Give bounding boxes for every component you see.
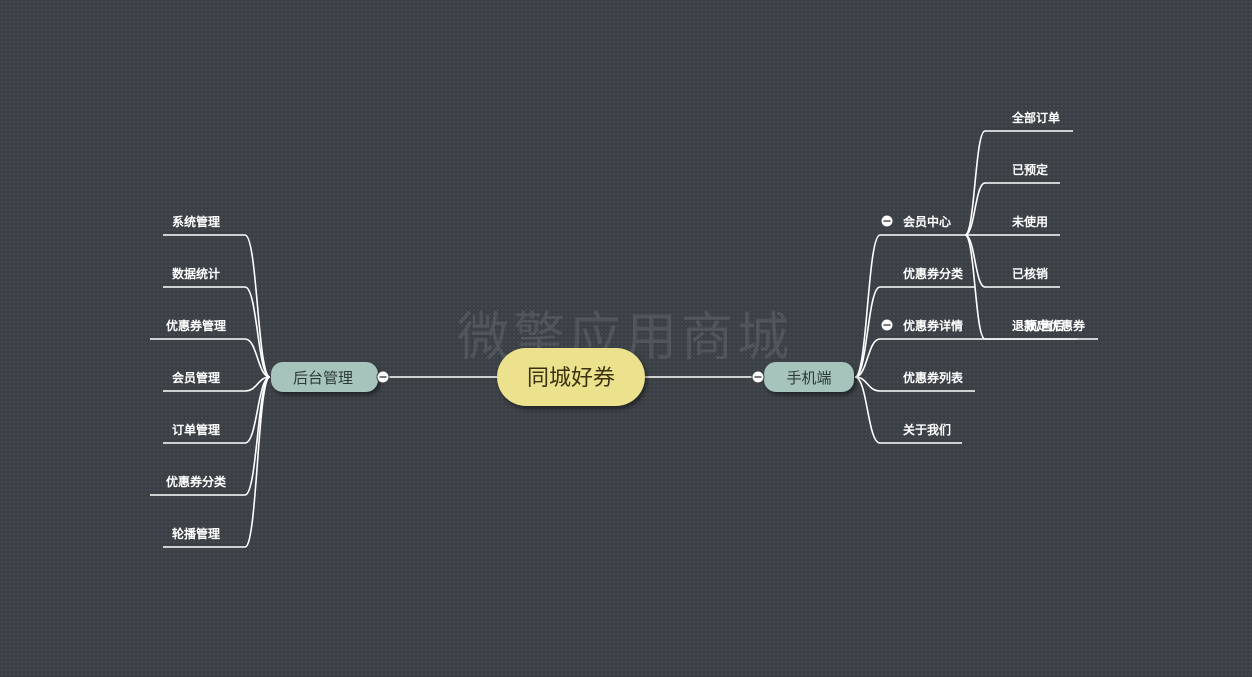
connector-left-0 [244, 234, 271, 378]
leaf-right-3[interactable]: 优惠券列表 [903, 370, 964, 385]
leaf-sub-0-2[interactable]: 未使用 [1011, 214, 1048, 229]
leaf-sub-0-4[interactable]: 退款/售后 [1012, 318, 1064, 333]
root-node-shape [497, 348, 645, 406]
branch-left-node[interactable]: 后台管理 [271, 362, 378, 392]
connector-left-2 [244, 338, 271, 378]
leaf-right-0[interactable]: 会员中心 [903, 214, 951, 229]
connector-right-1 [854, 286, 881, 378]
leaf-right-1[interactable]: 优惠券分类 [903, 266, 964, 281]
connector-sub-0-1 [964, 182, 986, 236]
leaf-sub-2-0[interactable]: 预定优惠券 [1025, 318, 1086, 333]
connector-left-1 [244, 286, 271, 378]
collapse-toggle-right-0[interactable] [880, 214, 894, 228]
connector-left-4 [244, 376, 271, 444]
connector-sub-0-0 [964, 130, 986, 236]
leaf-left-5[interactable]: 优惠券分类 [166, 474, 227, 489]
branch-right-label: 手机端 [786, 369, 831, 387]
branch-left-shape [271, 362, 378, 392]
leaf-left-3[interactable]: 会员管理 [172, 370, 220, 385]
branch-right-node[interactable]: 手机端 [764, 362, 854, 392]
leaf-left-1[interactable]: 数据统计 [172, 266, 220, 281]
connector-right-4 [854, 376, 881, 444]
root-node-label: 同城好券 [527, 366, 615, 391]
collapse-toggle-right-2[interactable] [880, 318, 894, 332]
branch-right-shape [764, 362, 854, 392]
leaf-sub-0-3[interactable]: 已核销 [1012, 266, 1048, 281]
leaf-left-2[interactable]: 优惠券管理 [166, 318, 226, 333]
connector-left-6 [244, 376, 271, 548]
mind-map-nodes: 同城好券后台管理系统管理数据统计优惠券管理会员管理订单管理优惠券分类轮播管理手机… [166, 110, 1086, 541]
leaf-left-6[interactable]: 轮播管理 [172, 526, 220, 541]
leaf-left-4[interactable]: 订单管理 [172, 422, 220, 437]
leaf-right-2[interactable]: 优惠券详情 [903, 318, 963, 333]
root-node[interactable]: 同城好券 [497, 348, 645, 406]
collapse-toggle-left[interactable] [376, 370, 390, 384]
leaf-right-4[interactable]: 关于我们 [903, 422, 951, 437]
leaf-left-0[interactable]: 系统管理 [172, 214, 220, 229]
connector-right-0 [854, 234, 881, 378]
connector-right-2 [854, 338, 881, 378]
connector-lines [150, 130, 1098, 548]
collapse-toggle-right[interactable] [751, 370, 765, 384]
connector-left-5 [244, 376, 271, 496]
leaf-sub-0-1[interactable]: 已预定 [1012, 162, 1048, 177]
leaf-sub-0-0[interactable]: 全部订单 [1011, 110, 1060, 125]
branch-left-label: 后台管理 [293, 369, 353, 387]
